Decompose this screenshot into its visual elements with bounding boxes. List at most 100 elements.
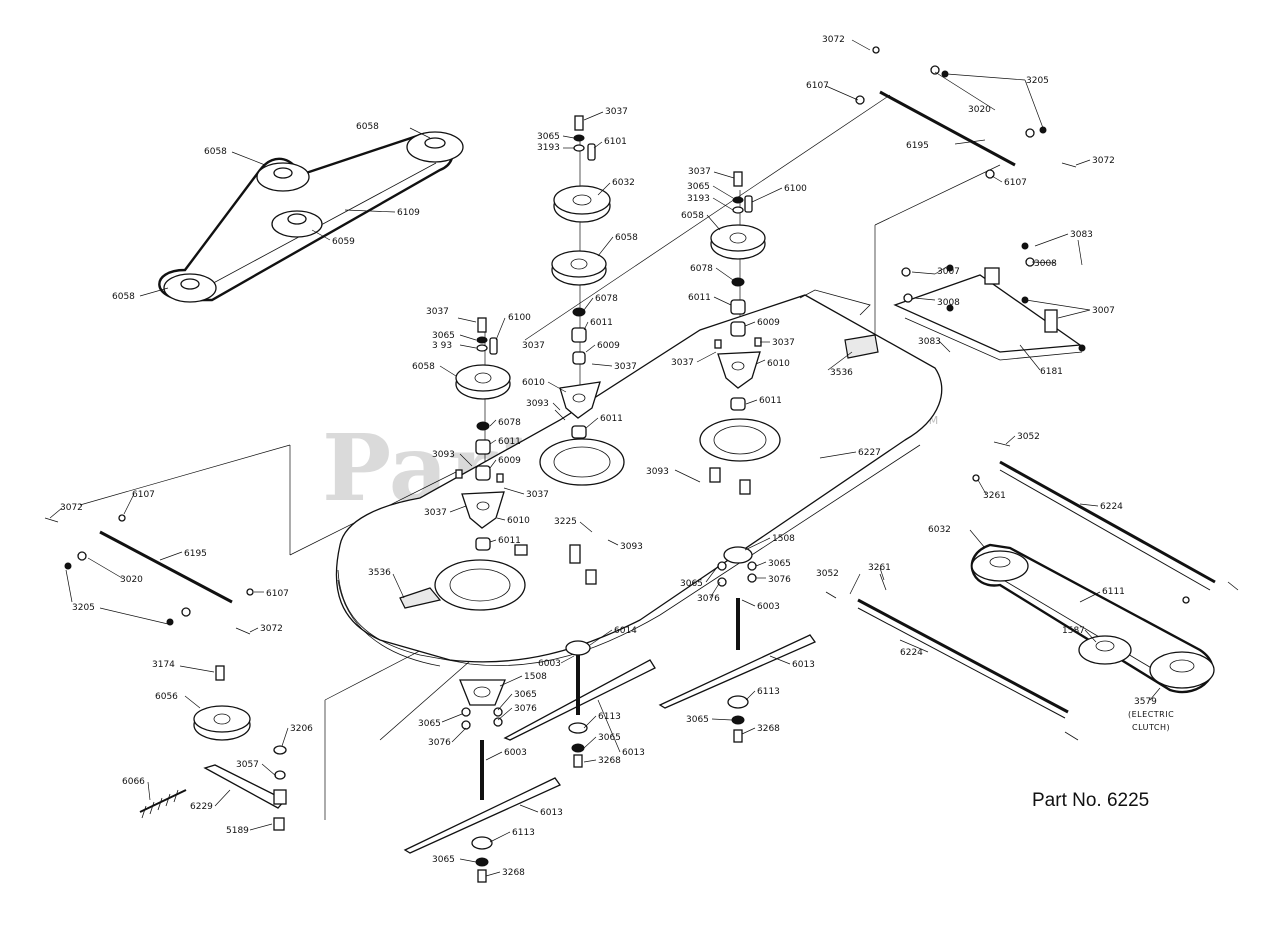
label-6058: 6058 (204, 147, 227, 157)
label-6011: 6011 (498, 536, 521, 546)
label-3093: 3093 (620, 542, 643, 552)
label-6107: 6107 (266, 589, 289, 599)
label-6032: 6032 (612, 178, 635, 188)
label-6078: 6078 (498, 418, 521, 428)
label-3065: 3065 (418, 719, 441, 729)
label-6229: 6229 (190, 802, 213, 812)
label-3261: 3261 (868, 563, 891, 573)
label-6010: 6010 (767, 359, 790, 369)
label-3268: 3268 (598, 756, 621, 766)
label-3020: 3020 (120, 575, 143, 585)
label-3065: 3065 (537, 132, 560, 142)
label-3083: 3083 (1070, 230, 1093, 240)
label-3037: 3037 (424, 508, 447, 518)
label-6011: 6011 (600, 414, 623, 424)
label-3072: 3072 (822, 35, 845, 45)
label-3052: 3052 (816, 569, 839, 579)
label-6011: 6011 (759, 396, 782, 406)
label-6101: 6101 (604, 137, 627, 147)
label-6056: 6056 (155, 692, 178, 702)
label-3083: 3083 (918, 337, 941, 347)
label-3076: 3076 (697, 594, 720, 604)
label-6009: 6009 (757, 318, 780, 328)
label-3007: 3007 (937, 267, 960, 277)
label-6078: 6078 (595, 294, 618, 304)
label-3076: 3076 (514, 704, 537, 714)
label-6058: 6058 (615, 233, 638, 243)
label-6013: 6013 (540, 808, 563, 818)
label-3037: 3037 (522, 341, 545, 351)
label-3037: 3037 (772, 338, 795, 348)
label-6111: 6111 (1102, 587, 1125, 597)
label-3536: 3536 (830, 368, 853, 378)
label-3037: 3037 (605, 107, 628, 117)
label-3268: 3268 (502, 868, 525, 878)
label-6181: 6181 (1040, 367, 1063, 377)
label-6107: 6107 (1004, 178, 1027, 188)
blade-assemblies (403, 546, 816, 883)
label-6059: 6059 (332, 237, 355, 247)
label-6010: 6010 (507, 516, 530, 526)
label-3072: 3072 (1092, 156, 1115, 166)
label-3057: 3057 (236, 760, 259, 770)
label-3579: 3579 (1134, 697, 1157, 707)
label-3065: 3065 (514, 690, 537, 700)
label-3225: 3225 (554, 517, 577, 527)
label-6224: 6224 (1100, 502, 1123, 512)
label-3076: 3076 (428, 738, 451, 748)
label-6100: 6100 (784, 184, 807, 194)
clutch-note-line-2: CLUTCH) (1132, 723, 1171, 732)
label-3065: 3065 (768, 559, 791, 569)
label-3065: 3065 (432, 331, 455, 341)
clutch-note-line-1: (ELECTRIC (1128, 710, 1175, 719)
label-6058: 6058 (681, 211, 704, 221)
label-3205: 3205 (1026, 76, 1049, 86)
label-6113: 6113 (598, 712, 621, 722)
rod-assembly-top-right (855, 46, 1077, 179)
label-3020: 3020 (968, 105, 991, 115)
label-6227: 6227 (858, 448, 881, 458)
deck-housing (335, 289, 943, 667)
label-3065: 3065 (598, 733, 621, 743)
right-rods-and-belt-6111 (825, 441, 1239, 741)
leader-lines (49, 39, 1161, 877)
label-3093: 3093 (646, 467, 669, 477)
label-6011: 6011 (498, 437, 521, 447)
label-3076: 3076 (768, 575, 791, 585)
center-spindle-stack (551, 115, 611, 439)
label-3037: 3037 (526, 490, 549, 500)
label-3065: 3065 (687, 182, 710, 192)
label-3193: 3193 (537, 143, 560, 153)
label-3037: 3037 (671, 358, 694, 368)
label-3261: 3261 (983, 491, 1006, 501)
label-6195: 6195 (184, 549, 207, 559)
label-6107: 6107 (806, 81, 829, 91)
label-6010: 6010 (522, 378, 545, 388)
label-1587: 1587 (1062, 626, 1085, 636)
label-6100: 6100 (508, 313, 531, 323)
label-1508: 1508 (524, 672, 547, 682)
label-6109: 6109 (397, 208, 420, 218)
label-6011: 6011 (688, 293, 711, 303)
label-3008: 3008 (937, 298, 960, 308)
label-3008: 3008 (1034, 259, 1057, 269)
label-6009: 6009 (498, 456, 521, 466)
label-3193: 3193 (687, 194, 710, 204)
label-3007: 3007 (1092, 306, 1115, 316)
label-6058: 6058 (356, 122, 379, 132)
right-spindle-stack (710, 171, 766, 411)
label-3174: 3174 (152, 660, 175, 670)
label-1508: 1508 (772, 534, 795, 544)
label-6009: 6009 (597, 341, 620, 351)
label-6014: 6014 (614, 626, 637, 636)
label-6013: 6013 (622, 748, 645, 758)
label-6003: 6003 (538, 659, 561, 669)
left-spindle-stack (455, 317, 511, 551)
label-5189: 5189 (226, 826, 249, 836)
label-3205: 3205 (72, 603, 95, 613)
label-6078: 6078 (690, 264, 713, 274)
label-6058: 6058 (112, 292, 135, 302)
label-3052: 3052 (1017, 432, 1040, 442)
label-6066: 6066 (122, 777, 145, 787)
